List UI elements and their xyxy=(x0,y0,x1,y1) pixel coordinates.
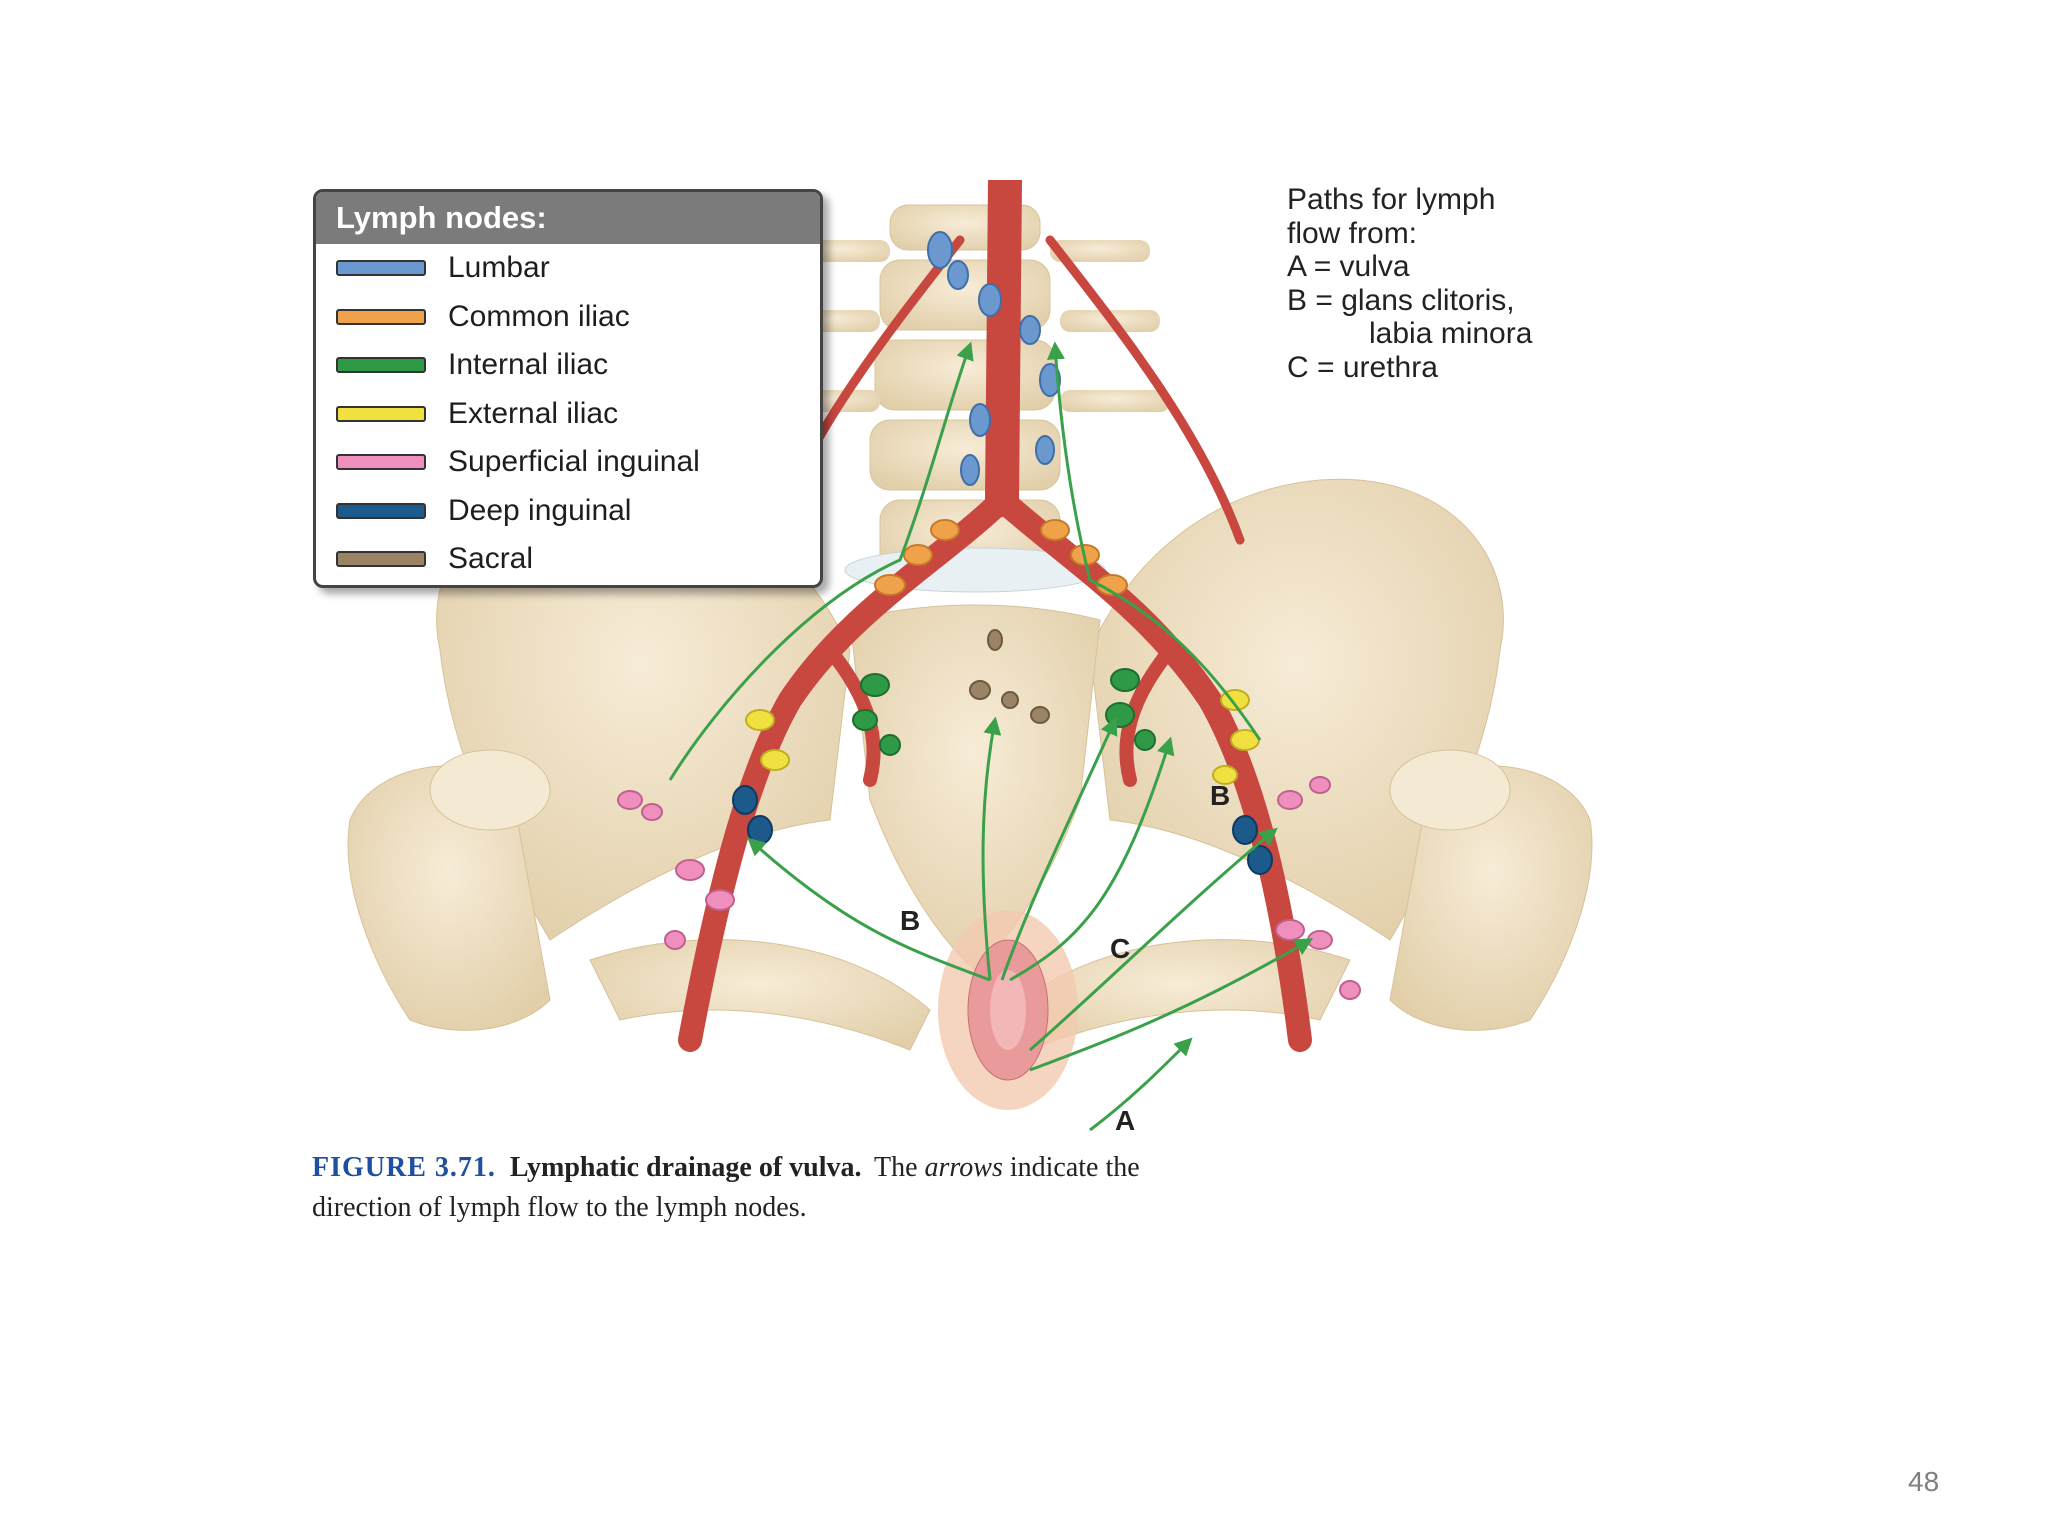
legend-swatch xyxy=(336,357,426,374)
legend-label: Deep inguinal xyxy=(448,493,632,527)
caption-italic: arrows xyxy=(924,1152,1003,1183)
legend-swatch xyxy=(336,260,426,277)
path-label-a: A xyxy=(1115,1105,1136,1136)
legend-swatch xyxy=(336,551,426,568)
caption-text: indicate the xyxy=(1009,1152,1140,1183)
paths-line: C = urethra xyxy=(1287,350,1438,384)
path-label-c: C xyxy=(1110,933,1131,964)
legend-label: Common iliac xyxy=(448,299,630,333)
vulva-region xyxy=(938,910,1078,1110)
figure-caption: FIGURE 3.71. Lymphatic drainage of vulva.… xyxy=(312,1148,1612,1228)
caption-text: The xyxy=(874,1152,918,1183)
legend-label: Internal iliac xyxy=(448,348,609,382)
legend-label: Lumbar xyxy=(448,251,550,285)
caption-line-2: direction of lymph flow to the lymph nod… xyxy=(312,1192,807,1223)
path-label-b-right: B xyxy=(1210,780,1231,811)
legend-label: Sacral xyxy=(448,542,534,576)
lymph-nodes xyxy=(617,231,1361,1000)
legend-item: Internal iliac xyxy=(316,341,820,390)
paths-line: flow from: xyxy=(1287,216,1418,250)
paths-line: B = glans clitoris, xyxy=(1287,283,1515,317)
legend-label: Superficial inguinal xyxy=(448,445,700,479)
legend-swatch xyxy=(336,502,426,519)
legend-swatch xyxy=(336,454,426,471)
legend-item: Lumbar xyxy=(316,244,820,293)
legend-item: External iliac xyxy=(316,390,820,439)
legend-swatch xyxy=(336,405,426,422)
paths-line: Paths for lymph xyxy=(1287,183,1496,216)
legend-swatch xyxy=(336,308,426,325)
lymph-paths-key: Paths for lymph flow from: A = vulva B =… xyxy=(1287,183,1532,384)
path-label-b-left: B xyxy=(900,905,921,936)
caption-line-1: FIGURE 3.71. Lymphatic drainage of vulva.… xyxy=(312,1148,1612,1188)
paths-line: labia minora xyxy=(1369,317,1533,350)
paths-line: A = vulva xyxy=(1287,250,1410,283)
legend-label: External iliac xyxy=(448,396,619,430)
figure-number: FIGURE 3.71. xyxy=(312,1152,496,1183)
legend-item: Deep inguinal xyxy=(316,487,820,536)
page-number: 48 xyxy=(1908,1466,1940,1497)
legend-item: Superficial inguinal xyxy=(316,438,820,487)
legend-title: Lymph nodes: xyxy=(316,192,820,244)
legend-item: Common iliac xyxy=(316,293,820,342)
lymph-flow-arrows xyxy=(668,341,1314,1132)
legend-item: Sacral xyxy=(316,535,820,584)
figure-title: Lymphatic drainage of vulva. xyxy=(509,1152,862,1183)
